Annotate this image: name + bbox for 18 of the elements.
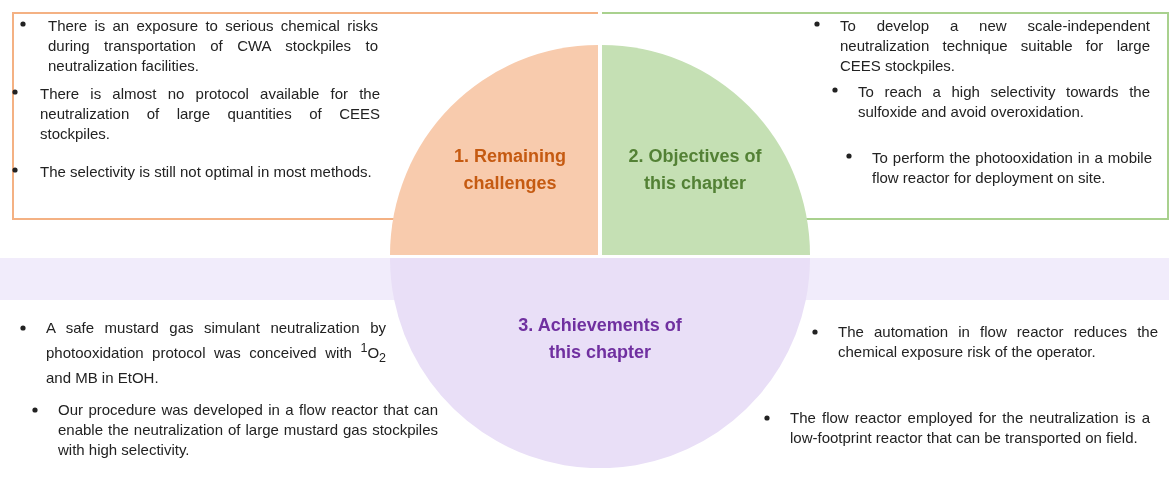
circle-segment xyxy=(390,45,598,255)
bullet-text: To reach a high selectivity towards the sulfoxide and avoid overoxidation. xyxy=(858,82,1150,122)
bullet-text: To develop a new scale-independent neutralization technique suitable for large CEES stockpiles. xyxy=(840,16,1150,76)
bullet-text: There is an exposure to serious chemical risks during transportation of CWA stockpiles to neutralization facilities. xyxy=(48,16,378,76)
segment-heading: 1. Remaining challenges xyxy=(453,145,567,195)
bullet-text: There is almost no protocol available for the neutralization of large quantities of CEES stockpiles. xyxy=(40,84,380,144)
bullet-text: The flow reactor employed for the neutralization is a low-footprint reactor that can be transported on field. xyxy=(790,408,1150,448)
text-band xyxy=(12,12,390,220)
bullet-text: The automation in flow reactor reduces the chemical exposure risk of the operator. xyxy=(838,322,1158,362)
segment-heading: 2. Objectives of this chapter xyxy=(627,145,763,195)
band-background xyxy=(0,258,1169,300)
bullet-text: A safe mustard gas simulant neutralization by photooxidation protocol was conceived with $^{1}$O$_{2}$ and MB in EtOH. xyxy=(46,318,386,388)
text-band xyxy=(810,12,1169,220)
bullet-text: The selectivity is still not optimal in most methods. xyxy=(40,162,373,182)
segment-heading: 3. Achievements of this chapter xyxy=(517,314,683,364)
bullet-text: Our procedure was developed in a flow reactor that can enable the neutralization of large mustard gas stockpiles with high selectivity. xyxy=(58,400,438,460)
circle-segment xyxy=(602,45,810,255)
bullet-text: To perform the photooxidation in a mobile flow reactor for deployment on site. xyxy=(872,148,1152,188)
